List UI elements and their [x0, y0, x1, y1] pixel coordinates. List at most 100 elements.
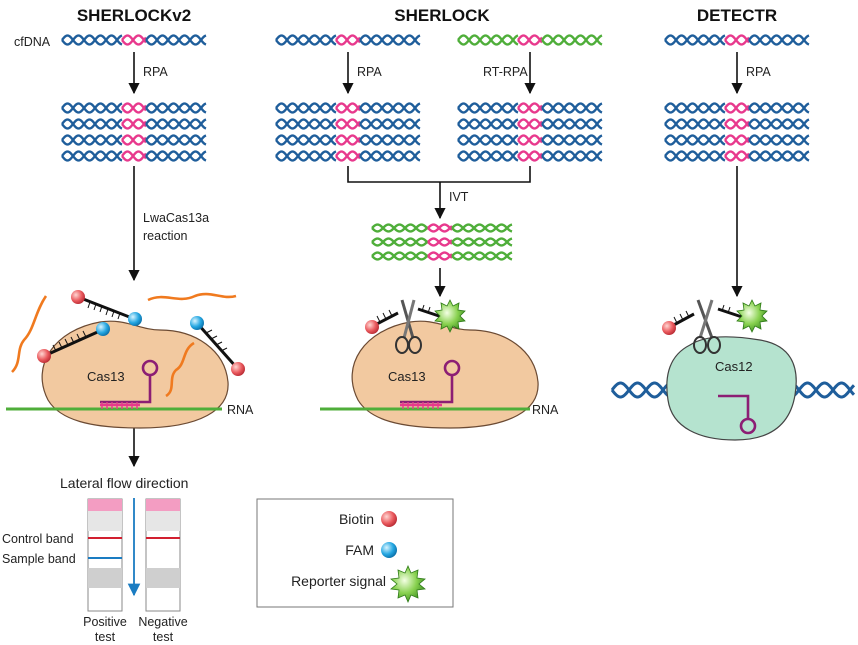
label-sherlock-cas13: Cas13 — [388, 369, 426, 384]
strip-positive-test — [87, 498, 123, 612]
strand-segment — [451, 251, 513, 261]
strand-segment — [541, 118, 603, 130]
strand-segment — [275, 102, 337, 114]
strand-segment — [541, 150, 603, 162]
strand-segment — [61, 134, 123, 146]
connector-ivt-merge — [347, 166, 531, 183]
fam-bead — [190, 316, 204, 330]
strand-segment — [61, 150, 123, 162]
scissors-icon — [693, 299, 721, 354]
strand-segment — [145, 118, 207, 130]
strand-segment — [145, 134, 207, 146]
strand-segment — [427, 237, 453, 247]
biotin-bead — [37, 349, 51, 363]
cleaved-rna-fragment — [147, 292, 237, 302]
reporter-probe — [37, 322, 110, 363]
target-duplex-rungs — [100, 402, 140, 409]
strand-segment — [275, 118, 337, 130]
strand-segment — [724, 150, 750, 162]
strand-segment — [335, 102, 361, 114]
strand-segment — [359, 102, 421, 114]
strand-segment — [335, 118, 361, 130]
strand-segment — [61, 34, 123, 46]
strand-segment — [121, 102, 147, 114]
strand-segment — [451, 223, 513, 233]
strand-segment — [359, 134, 421, 146]
cas13-enzyme-body — [41, 320, 229, 429]
strand-segment — [664, 150, 726, 162]
strand-segment — [457, 134, 519, 146]
strand-segment — [335, 134, 361, 146]
strand-segment — [275, 34, 337, 46]
strand-segment — [275, 118, 337, 130]
cfdna-helix — [61, 34, 207, 46]
sherlock-cas13-complex: Cas13 RNA — [320, 299, 559, 429]
strand-segment — [427, 223, 453, 233]
strand-segment — [121, 102, 147, 114]
biotin-bead — [231, 362, 245, 376]
strand-segment — [664, 102, 726, 114]
strand-segment — [335, 134, 361, 146]
strand-segment — [359, 150, 421, 162]
target-duplex-rungs — [400, 402, 442, 409]
strand-segment — [541, 102, 603, 114]
strand-segment — [145, 102, 207, 114]
ivt-rna-strand — [371, 223, 513, 233]
biotin-bead — [365, 320, 379, 334]
strand-segment — [427, 251, 453, 261]
label-sherlock-rtrpa: RT-RPA — [483, 65, 528, 79]
title-detectr: DETECTR — [697, 6, 777, 25]
cleaved-rna-fragment — [11, 295, 48, 373]
strand-segment — [121, 118, 147, 130]
strand-segment — [724, 134, 750, 146]
strand-segment — [457, 118, 519, 130]
title-sherlock: SHERLOCK — [394, 6, 490, 25]
strand-segment — [457, 102, 519, 114]
strand-segment — [427, 223, 453, 233]
reporter-probe — [71, 290, 142, 326]
strand-segment — [359, 34, 421, 46]
strand-segment — [664, 134, 726, 146]
strand-segment — [145, 150, 207, 162]
strand-segment — [724, 118, 750, 130]
strand-segment — [748, 118, 810, 130]
label-v2-rpa: RPA — [143, 65, 168, 79]
label-positive-test: test — [95, 630, 116, 644]
amplified-dna-helix — [457, 134, 603, 146]
strand-segment — [145, 34, 207, 46]
label-negative-test: test — [153, 630, 174, 644]
legend-biotin-bead — [381, 511, 397, 527]
strand-segment — [748, 118, 810, 130]
strand-segment — [335, 118, 361, 130]
reporter-signal-burst — [434, 299, 466, 333]
strand-segment — [145, 134, 207, 146]
amplified-dna-helix — [457, 118, 603, 130]
strand-segment — [541, 118, 603, 130]
strand-segment — [457, 150, 519, 162]
strand-segment — [359, 118, 421, 130]
strand-segment — [748, 34, 810, 46]
strand-segment — [275, 134, 337, 146]
strand-segment — [371, 237, 429, 247]
reporter-signal-burst — [736, 299, 768, 333]
cas12-enzyme-body — [666, 336, 797, 441]
strand-segment — [517, 134, 543, 146]
label-negative: Negative — [138, 615, 187, 629]
strand-segment — [457, 150, 519, 162]
fam-bead — [128, 312, 142, 326]
ivt-rna-strand — [371, 237, 513, 247]
strand-segment — [121, 34, 147, 46]
cleaved-reporter — [365, 299, 466, 334]
legend-reporter-label: Reporter signal — [291, 573, 386, 589]
strand-segment — [724, 102, 750, 114]
legend-reporter-burst — [390, 564, 426, 604]
strand-segment — [335, 34, 361, 46]
strand-segment — [451, 251, 513, 261]
strand-segment — [451, 223, 513, 233]
strand-segment — [61, 150, 123, 162]
strand-segment — [451, 237, 513, 247]
label-v2-reaction: reaction — [143, 229, 188, 243]
label-positive: Positive — [83, 615, 127, 629]
strand-segment — [517, 150, 543, 162]
strand-segment — [275, 150, 337, 162]
